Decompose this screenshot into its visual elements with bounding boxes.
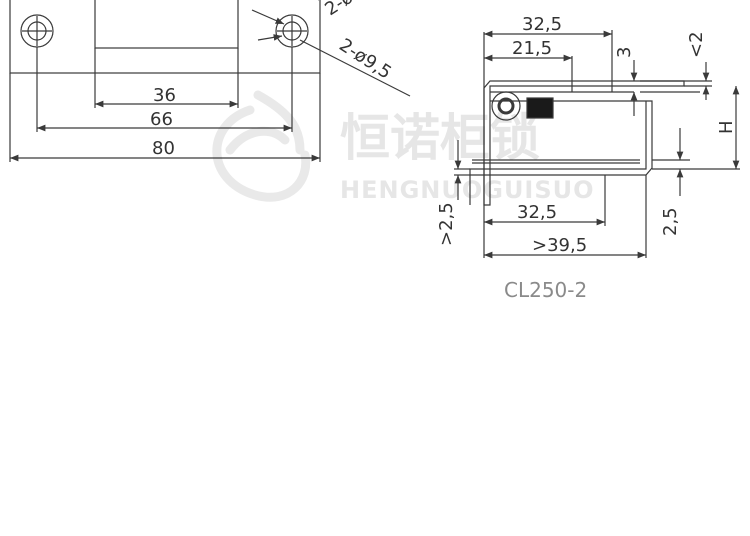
watermark-brand-en: HENGNUOGUISUO (340, 176, 595, 204)
leader-line-bottom (257, 34, 283, 41)
plate-outline (9, 0, 321, 74)
mounting-hole-left-icon (20, 14, 54, 48)
dim-label-2-5: 2,5 (660, 207, 681, 236)
hinge-upper-plate (483, 80, 685, 206)
right-view (454, 30, 740, 259)
leader-line-callout (299, 39, 411, 97)
dim-label-21-5: 21,5 (512, 38, 552, 59)
dim-label-32-5-bottom: 32,5 (517, 202, 557, 223)
model-label: CL250-2 (504, 278, 587, 302)
dim-label-hole-callout-top: 2-ø4.5 (321, 0, 381, 20)
dim-label-36: 36 (153, 85, 176, 106)
dim-label-66: 66 (150, 109, 173, 130)
plate-recess (94, 0, 239, 49)
hinge-lower-clip (469, 100, 653, 176)
dim-label-lt2: <2 (686, 31, 707, 58)
left-view (9, 0, 411, 162)
watermark-brand-cn: 恒诺柜锁 (340, 109, 540, 167)
dim-label-gt39-5: >39,5 (532, 235, 587, 256)
dim-label-80: 80 (152, 138, 175, 159)
dim-label-32-5-top: 32,5 (522, 14, 562, 35)
dim-label-hole-callout: 2-ø9,5 (335, 35, 395, 84)
hinge-pin-icon (491, 91, 554, 121)
dim-label-3: 3 (614, 47, 635, 58)
dim-label-H: H (716, 120, 737, 134)
watermark: 恒诺柜锁 HENGNUOGUISUO (212, 90, 595, 204)
leader-line-top (251, 9, 285, 25)
dim-label-gt2-5: >2,5 (436, 202, 457, 246)
